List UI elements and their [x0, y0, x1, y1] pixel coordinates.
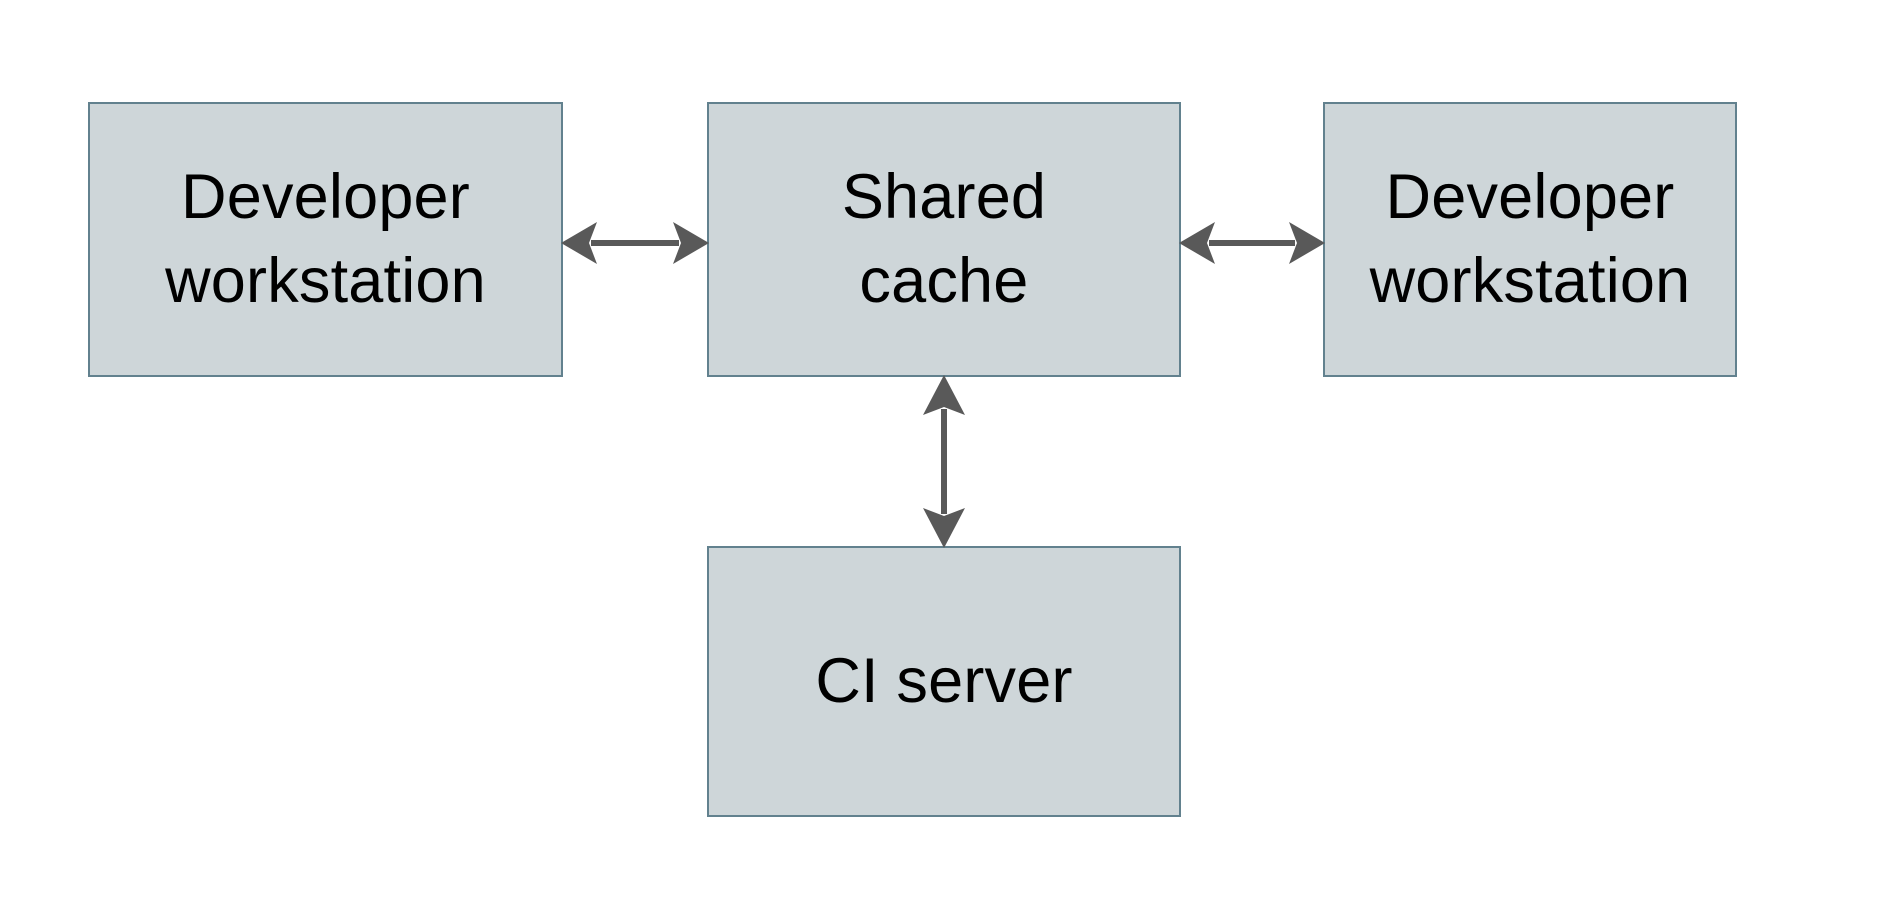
- node-label: Developer workstation: [1369, 162, 1691, 316]
- edge-developer-workstation-left-to-shared-cache[interactable]: [561, 212, 709, 274]
- double-headed-arrow-icon: [1179, 222, 1325, 264]
- node-label: CI server: [815, 645, 1073, 716]
- node-developer-workstation-right[interactable]: Developer workstation: [1323, 102, 1737, 377]
- double-headed-arrow-icon: [561, 222, 709, 264]
- node-label: Shared cache: [841, 162, 1047, 316]
- node-label: Developer workstation: [165, 162, 486, 316]
- node-shared-cache[interactable]: Shared cache: [707, 102, 1181, 377]
- double-headed-arrow-icon: [923, 375, 965, 548]
- node-ci-server[interactable]: CI server: [707, 546, 1181, 817]
- edge-shared-cache-to-developer-workstation-right[interactable]: [1179, 212, 1325, 274]
- edge-shared-cache-to-ci-server[interactable]: [913, 375, 975, 548]
- node-developer-workstation-left[interactable]: Developer workstation: [88, 102, 563, 377]
